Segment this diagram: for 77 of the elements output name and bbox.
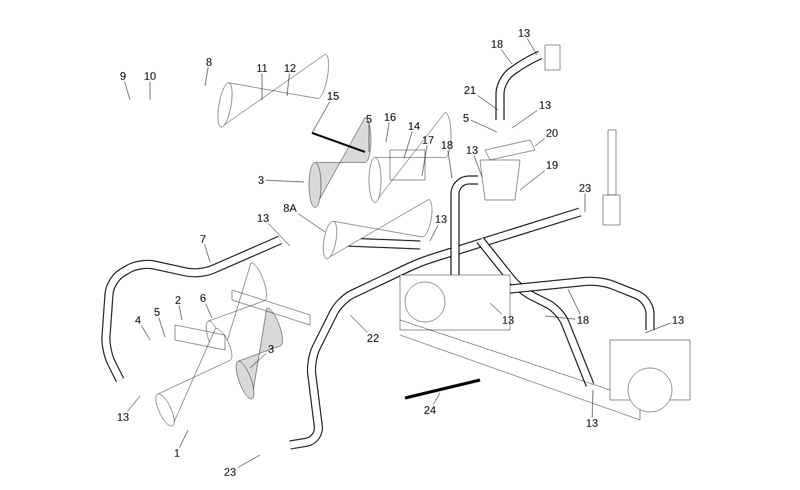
leader-line: [266, 180, 304, 182]
leader-line: [268, 223, 290, 246]
leader-line: [127, 396, 140, 412]
leader-line: [179, 430, 188, 448]
leader-line: [544, 316, 576, 320]
callout-number: 5: [366, 115, 372, 123]
leader-line: [433, 392, 440, 405]
callout-number: 22: [367, 334, 379, 342]
callout-number: 13: [540, 101, 551, 109]
leader-line: [404, 131, 413, 158]
callout-number: 4: [135, 316, 141, 324]
leader-line: [584, 193, 586, 212]
callout-number: 23: [224, 468, 236, 476]
callout-number: 13: [436, 215, 447, 223]
leader-line: [286, 73, 290, 96]
callout-number: 13: [518, 29, 530, 37]
callout-number: 14: [408, 122, 420, 130]
callout-number: 20: [546, 129, 558, 137]
callout-number: 2: [176, 296, 180, 304]
leader-line: [205, 303, 212, 318]
leader-line: [350, 314, 368, 333]
callout-number: 11: [257, 64, 268, 72]
leader-line: [238, 454, 260, 468]
leader-line: [474, 155, 482, 178]
leader-line: [124, 81, 130, 100]
leader-line: [312, 101, 330, 134]
callout-number: 24: [424, 406, 436, 414]
callout-number: 13: [118, 413, 129, 421]
leader-line: [500, 49, 512, 64]
callout-number: 10: [144, 72, 156, 80]
leader-line: [386, 122, 390, 142]
leader-line: [250, 353, 266, 368]
callout-number: 3: [258, 176, 264, 184]
leader-line: [644, 322, 670, 334]
callout-number: 13: [466, 146, 478, 154]
callout-number: 9: [120, 72, 126, 80]
callout-number: 6: [200, 294, 206, 302]
leader-line: [368, 124, 370, 152]
leader-line: [178, 305, 182, 320]
leader-line: [204, 244, 210, 262]
callout-number: 3: [268, 345, 274, 353]
leader-line: [470, 120, 498, 132]
leader-line: [422, 145, 428, 176]
leader-line: [520, 170, 546, 190]
leader-line: [592, 390, 594, 418]
callout-number: 5: [154, 308, 160, 316]
leader-line: [568, 288, 581, 315]
leader-line: [204, 67, 208, 86]
callout-number: 13: [586, 419, 598, 427]
callout-number: 1: [174, 449, 180, 457]
callout-number: 18: [492, 40, 503, 48]
callout-number: 18: [442, 141, 453, 149]
callout-number: 8A: [284, 204, 297, 212]
callout-number: 15: [328, 92, 339, 100]
leader-line: [298, 213, 326, 232]
callout-number: 8: [206, 58, 212, 66]
callout-number: 19: [546, 161, 558, 169]
leader-line: [512, 110, 538, 128]
callout-number: 12: [284, 64, 296, 72]
callout-number: 21: [464, 86, 476, 94]
callout-number: 5: [463, 114, 469, 122]
leader-line: [141, 325, 150, 340]
callout-number: 16: [384, 113, 396, 121]
callout-number: 13: [672, 316, 684, 324]
leader-line: [534, 138, 545, 146]
leader-line: [430, 224, 438, 242]
leader-line: [478, 95, 498, 110]
leader-line: [527, 38, 538, 56]
callout-number: 17: [422, 136, 434, 144]
callout-number: 13: [258, 214, 269, 222]
callout-number: 23: [579, 184, 591, 192]
callout-number: 18: [578, 316, 589, 324]
leader-line: [448, 150, 452, 178]
leader-line: [158, 317, 166, 338]
callout-number: 7: [200, 235, 206, 243]
callout-number: 13: [502, 316, 514, 324]
leader-line: [490, 302, 502, 315]
